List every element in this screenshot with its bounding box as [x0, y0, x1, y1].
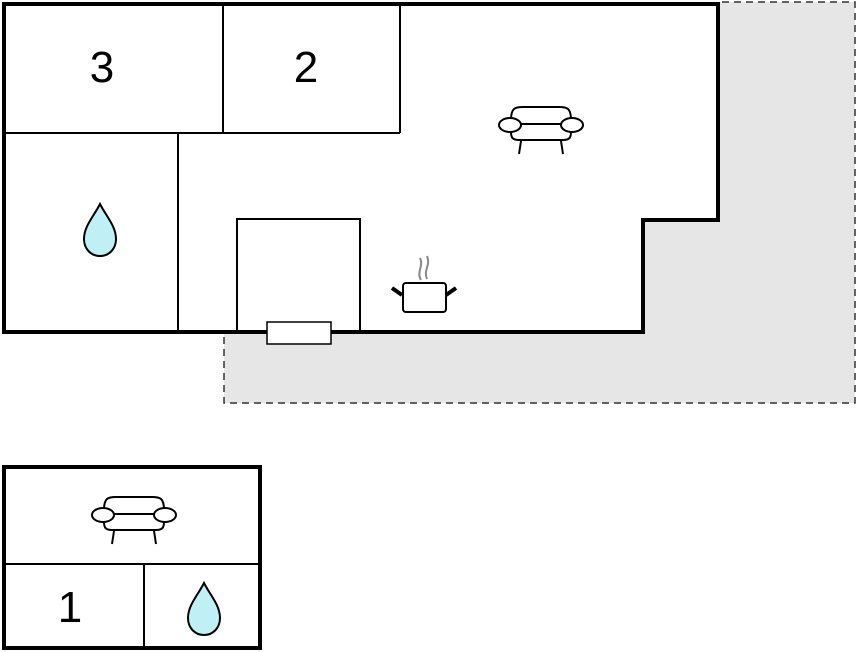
- sofa-icon: [498, 106, 584, 155]
- door: [266, 321, 332, 345]
- room-3-label: 3: [90, 43, 114, 92]
- room-1-label: 1: [58, 583, 82, 632]
- interior-walls: [4, 4, 401, 332]
- annex-building-outline: [2, 465, 262, 650]
- bathroom-drop-icon: [82, 201, 118, 258]
- room-2-label: 2: [294, 43, 318, 92]
- sofa-icon: [91, 496, 177, 545]
- kitchen-pot-icon: [390, 255, 458, 313]
- bathroom-drop-icon: [186, 580, 222, 637]
- fireplace: [236, 218, 361, 333]
